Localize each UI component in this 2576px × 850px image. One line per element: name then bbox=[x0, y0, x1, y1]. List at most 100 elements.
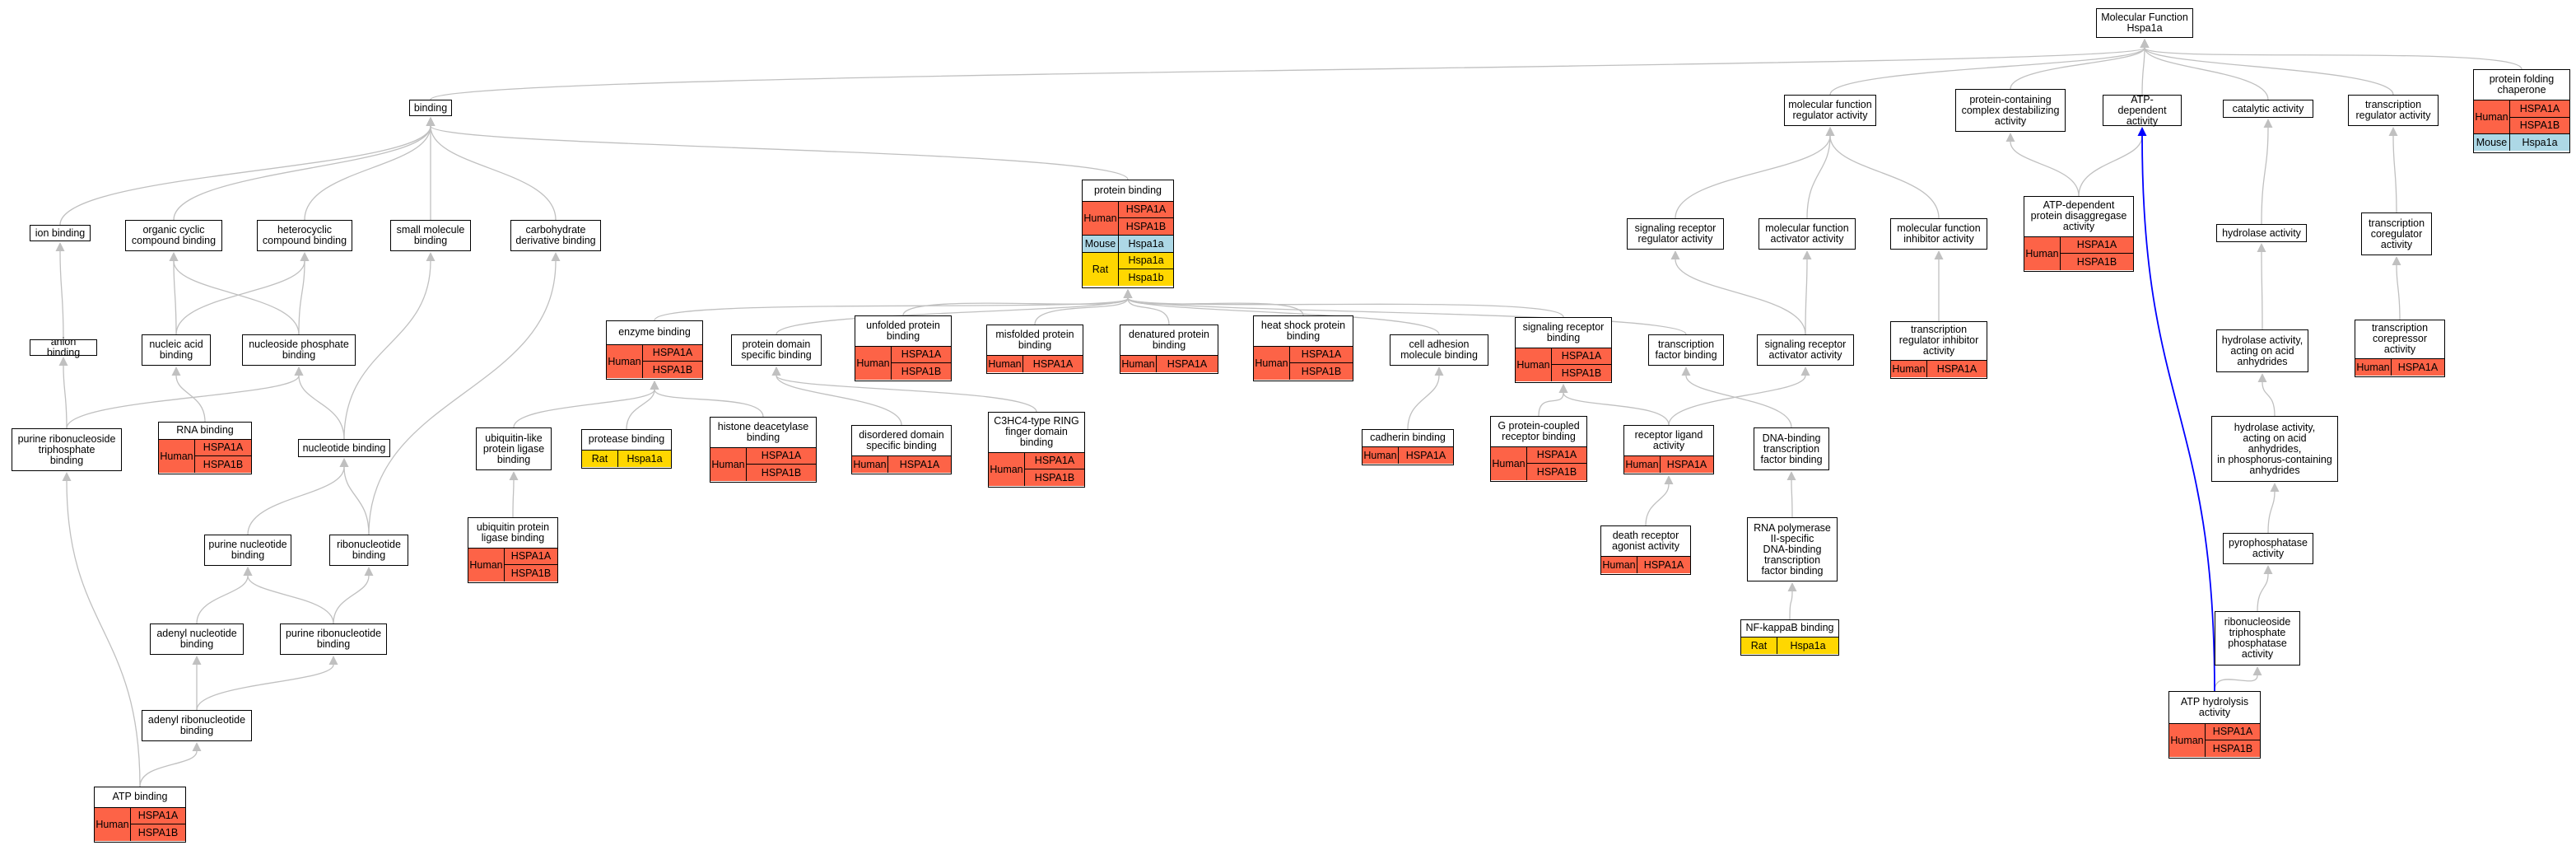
go-term-smb[interactable]: small molecule binding bbox=[390, 220, 471, 251]
go-term-npb[interactable]: nucleoside phosphate binding bbox=[242, 334, 356, 366]
edge-npb-to-hccb bbox=[298, 260, 305, 335]
term-label: protease binding bbox=[588, 433, 665, 446]
go-term-nucb[interactable]: nucleotide binding bbox=[298, 439, 390, 457]
go-term-trcoreg[interactable]: transcription coregulator activity bbox=[2361, 212, 2432, 255]
edge-arrowhead bbox=[62, 472, 72, 481]
edge-camb-to-pb bbox=[1127, 297, 1440, 335]
go-term-hydroacid[interactable]: hydrolase activity, acting on acid anhyd… bbox=[2216, 329, 2308, 372]
edge-atpdis-to-atpdep bbox=[2078, 135, 2143, 197]
go-term-nab[interactable]: nucleic acid binding bbox=[142, 334, 211, 366]
edge-arrowhead bbox=[171, 367, 181, 376]
go-term-srra[interactable]: signaling receptor regulator activity bbox=[1627, 218, 1724, 250]
edge-hydroacid2-to-hydroacid bbox=[2262, 381, 2276, 417]
go-term-mf[interactable]: Molecular Function Hspa1a bbox=[2096, 8, 2193, 38]
edge-nucb-to-smb bbox=[343, 260, 431, 440]
edge-npb-to-occb bbox=[173, 260, 300, 335]
go-term-mfra[interactable]: molecular function regulator activity bbox=[1784, 95, 1876, 126]
go-term-pcdest[interactable]: protein-containing complex destabilizing… bbox=[1955, 89, 2066, 132]
go-term-anionb[interactable]: anion binding bbox=[30, 337, 97, 358]
term-label: protein folding chaperone bbox=[2489, 73, 2555, 96]
term-label: transcription regulator inhibitor activi… bbox=[1898, 324, 1979, 357]
go-term-cdb[interactable]: carbohydrate derivative binding bbox=[510, 220, 601, 251]
go-term-rntpa[interactable]: ribonucleoside triphosphate phosphatase … bbox=[2215, 611, 2300, 666]
go-term-prnb[interactable]: purine ribonucleotide binding bbox=[280, 623, 387, 655]
go-term-ublpl[interactable]: ubiquitin-like protein ligase binding bbox=[476, 427, 552, 470]
go-term-rnap[interactable]: RNA polymerase II-specific DNA-binding t… bbox=[1747, 517, 1838, 581]
go-term-arnb[interactable]: adenyl ribonucleotide binding bbox=[142, 710, 252, 741]
species-label: Human bbox=[468, 548, 505, 581]
go-term-pdsb[interactable]: protein domain specific binding bbox=[731, 334, 822, 366]
go-term-occb[interactable]: organic cyclic compound binding bbox=[125, 220, 222, 251]
go-term-atpdep[interactable]: ATP-dependent activity bbox=[2103, 94, 2182, 126]
go-term-mfia[interactable]: molecular function inhibitor activity bbox=[1890, 218, 1987, 250]
edge-hccb-to-binding bbox=[304, 125, 431, 221]
gene-symbol: HSPA1A bbox=[1936, 362, 1977, 375]
edge-ribonb-to-cdb bbox=[368, 260, 557, 535]
edge-trcoreg-to-trra bbox=[2392, 135, 2397, 213]
go-term-pnb[interactable]: purine nucleotide binding bbox=[204, 535, 291, 566]
go-term-pyro[interactable]: pyrophosphatase activity bbox=[2223, 533, 2313, 564]
go-term-trra[interactable]: transcription regulator activity bbox=[2348, 95, 2439, 126]
go-term-ionb[interactable]: ion binding bbox=[30, 225, 91, 241]
species-label: Human bbox=[2169, 723, 2206, 757]
go-term-prnt[interactable]: purine ribonucleoside triphosphate bindi… bbox=[12, 428, 122, 471]
edge-nucb-to-npb bbox=[298, 375, 345, 440]
go-term-adnb[interactable]: adenyl nucleotide binding bbox=[150, 623, 244, 655]
term-label: transcription corepressor activity bbox=[2371, 322, 2429, 356]
edge-arrowhead bbox=[243, 567, 253, 576]
species-label: Human bbox=[2024, 236, 2061, 270]
go-term-catalytic[interactable]: catalytic activity bbox=[2223, 100, 2313, 118]
species-label: Human bbox=[852, 455, 888, 473]
gene-symbol: HSPA1A bbox=[203, 441, 244, 454]
edge-dra-to-rla bbox=[1645, 483, 1670, 526]
go-term-sraa[interactable]: signaling receptor activator activity bbox=[1757, 334, 1854, 366]
gene-symbol: HSPA1A bbox=[510, 550, 552, 563]
go-term-trinh[interactable]: transcription regulator inhibitor activi… bbox=[1890, 321, 1987, 379]
go-term-dbtfb[interactable]: DNA-binding transcription factor binding bbox=[1754, 427, 1829, 470]
edge-ribonb-to-nucb bbox=[343, 466, 370, 535]
edge-arrowhead bbox=[509, 471, 519, 480]
go-term-camb[interactable]: cell adhesion molecule binding bbox=[1390, 334, 1488, 366]
go-term-binding[interactable]: binding bbox=[409, 100, 452, 116]
go-term-hccb[interactable]: heterocyclic compound binding bbox=[257, 220, 352, 251]
go-term-mfaa[interactable]: molecular function activator activity bbox=[1758, 218, 1856, 250]
edge-anionb-to-ionb bbox=[59, 250, 64, 340]
go-term-ribonb[interactable]: ribonucleotide binding bbox=[329, 535, 408, 566]
go-term-hydro[interactable]: hydrolase activity bbox=[2216, 224, 2307, 242]
go-term-tfb[interactable]: transcription factor binding bbox=[1648, 334, 1724, 366]
gene-symbol: HSPA1A bbox=[2397, 361, 2439, 373]
gene-symbol: HSPA1A bbox=[1034, 455, 1075, 467]
edge-arrowhead bbox=[2005, 133, 2015, 142]
gene-symbol: HSPA1A bbox=[2212, 726, 2253, 738]
gene-symbol: HSPA1B bbox=[131, 824, 185, 841]
go-term-hydroacid2[interactable]: hydrolase activity, acting on acid anhyd… bbox=[2211, 416, 2338, 482]
go-term-atpdis[interactable]: ATP-dependent protein disaggregase activ… bbox=[2024, 196, 2134, 272]
edge-rla-to-srb bbox=[1563, 392, 1670, 426]
gene-symbol: HSPA1A bbox=[2076, 239, 2117, 251]
